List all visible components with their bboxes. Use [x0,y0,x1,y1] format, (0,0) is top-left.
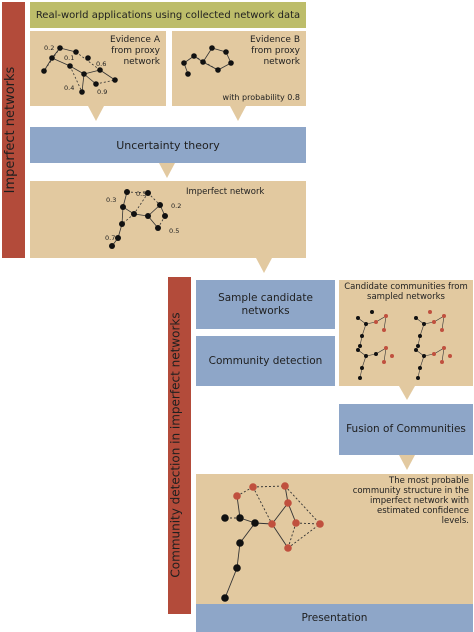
probable-structure-label: The most probable community structure in… [352,476,469,526]
imperfect-network-box: Imperfect network [30,181,306,258]
svg-text:0.7: 0.7 [105,234,115,242]
svg-text:0.3: 0.3 [136,190,146,198]
arrow-candidates [399,386,415,400]
imperfect-nodes [109,189,168,249]
connector-arrows [88,106,415,470]
presentation-box: Presentation [196,604,473,632]
probable-black-nodes [221,514,259,602]
sample-candidate-networks-box: Sample candidate networks [196,280,335,329]
candidate-graph-3 [356,346,394,380]
candidate-graph-1 [356,310,388,348]
svg-text:0.3: 0.3 [106,196,116,204]
sidebar-community-detection [168,277,191,614]
svg-text:0.4: 0.4 [64,84,74,92]
evidence-b-label: Evidence B from proxy network [250,35,300,67]
evidence-b-nodes [181,45,234,77]
top-banner: Real-world applications using collected … [30,2,306,28]
community-detection-box: Community detection [196,336,335,386]
imperfect-edge-labels: 0.3 0.3 0.2 0.7 0.5 [105,190,181,242]
evidence-a-label: Evidence A from proxy network [110,35,160,67]
svg-text:0.2: 0.2 [171,202,181,210]
svg-text:0.2: 0.2 [44,44,54,52]
arrow-fusion [399,455,415,470]
probable-red-nodes [233,482,324,552]
svg-text:0.5: 0.5 [169,227,179,235]
svg-text:0.6: 0.6 [96,60,106,68]
evidence-b-box: Evidence B from proxy network with proba… [172,31,306,106]
evidence-a-nodes [41,45,118,95]
imperfect-network-graph: 0.3 0.3 0.2 0.7 0.5 [105,189,181,249]
evidence-b-graph [181,45,234,77]
arrow-evidence-b [230,106,246,121]
sidebar-imperfect-networks [2,2,25,258]
candidate-graph-2 [414,310,446,348]
evidence-a-edge-labels: 0.2 0.1 0.6 0.4 0.9 [44,44,107,96]
svg-text:0.9: 0.9 [97,88,107,96]
imperfect-network-label: Imperfect network [186,187,265,197]
probable-community-graph [221,482,324,602]
candidate-communities-label: Candidate communities from sampled netwo… [344,282,468,302]
evidence-a-graph: 0.2 0.1 0.6 0.4 0.9 [41,44,118,96]
arrow-imperfect [256,258,272,273]
arrow-evidence-a [88,106,104,121]
evidence-a-edges [43,47,116,93]
evidence-b-probability: with probability 0.8 [222,93,300,102]
candidate-community-graphs [356,310,452,380]
uncertainty-theory-box: Uncertainty theory [30,127,306,163]
arrow-uncertainty [159,163,175,178]
fusion-of-communities-box: Fusion of Communities [339,404,473,455]
svg-text:0.1: 0.1 [64,54,74,62]
candidate-graph-4 [414,346,452,380]
